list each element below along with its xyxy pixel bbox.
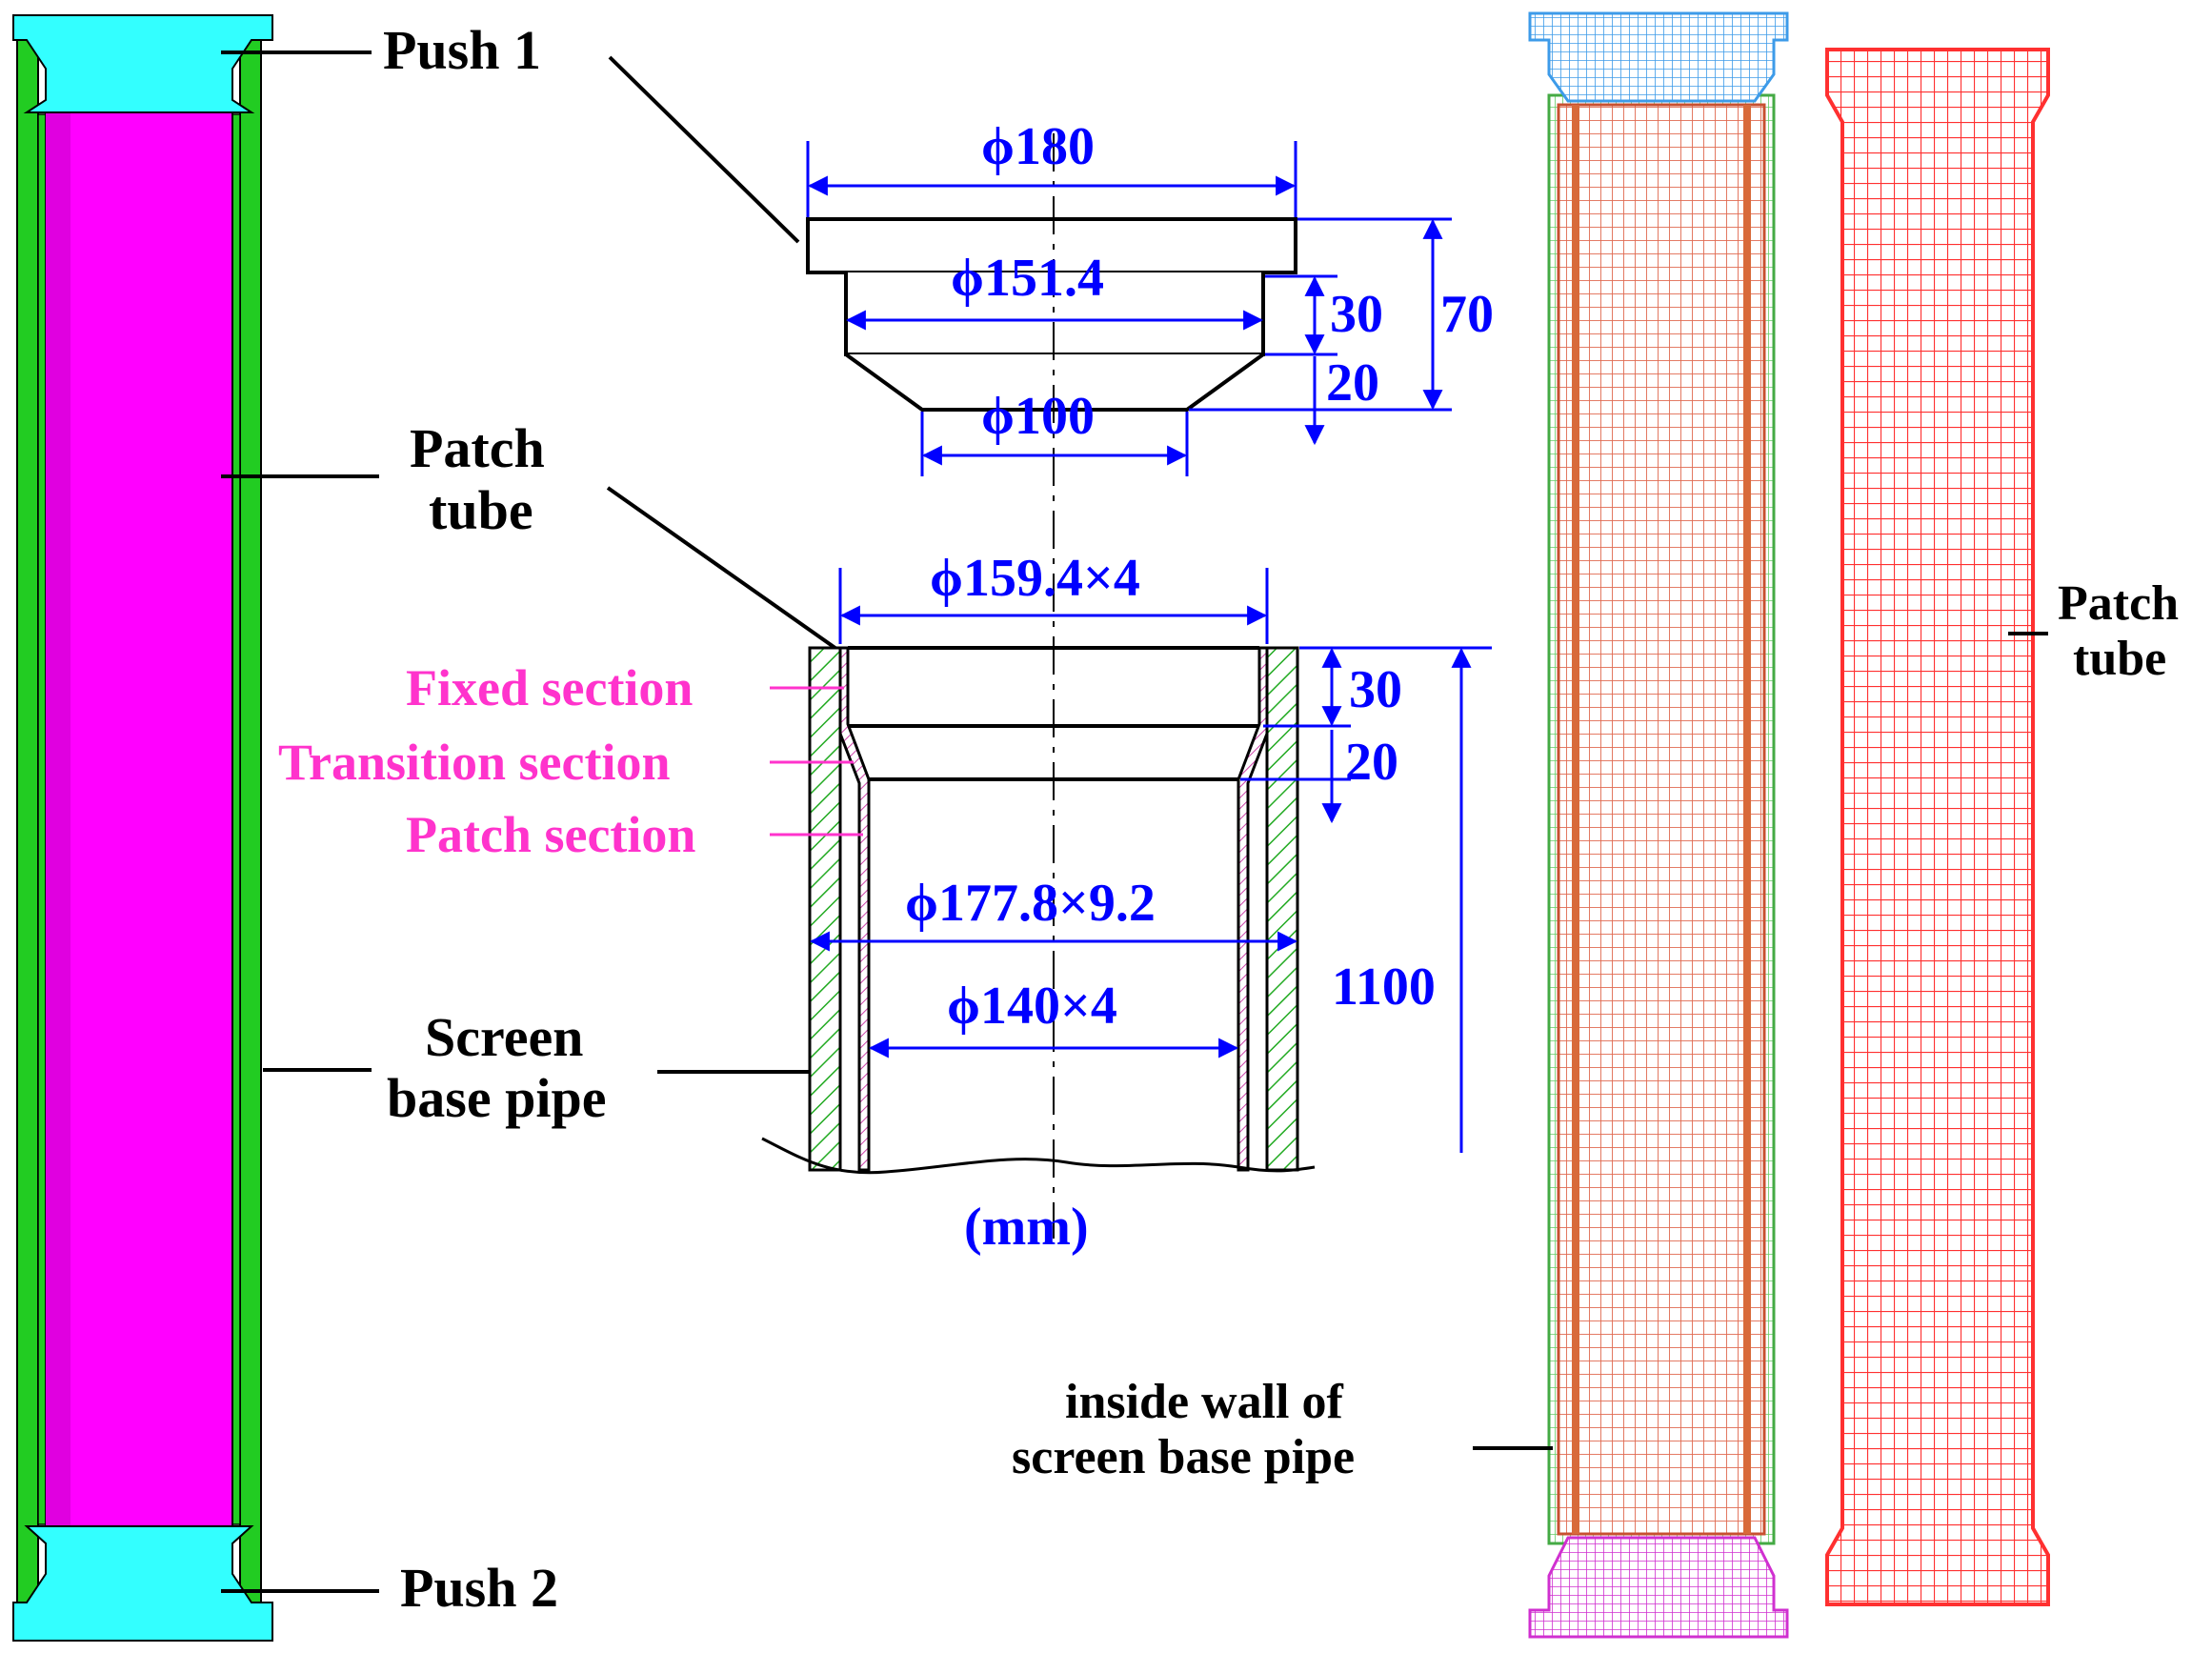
- screen-pipe-section-left: [808, 646, 842, 1172]
- break-line: [761, 1137, 1316, 1175]
- push1-label: Push 1: [383, 19, 541, 81]
- dim-h30-top: 30: [1330, 285, 1383, 344]
- dim-h1100: 1100: [1332, 958, 1436, 1017]
- mesh-patch-tube-inner: [1557, 103, 1766, 1536]
- mesh-core-highlight: [1572, 105, 1579, 1534]
- fixed-section-label: Fixed section: [406, 659, 693, 716]
- mesh-patch-tube: [1825, 48, 2050, 1606]
- patch-tube-left-wall: [37, 113, 47, 1525]
- push2-label: Push 2: [400, 1557, 558, 1619]
- dim-h20-top: 20: [1326, 353, 1379, 413]
- push-cone-drawing: [806, 217, 1297, 412]
- patch-tube-label-right-1: Patch: [2058, 576, 2179, 631]
- dim-h70: 70: [1440, 285, 1494, 344]
- inside-wall-label-2: screen base pipe: [1012, 1430, 1355, 1484]
- screen-pipe-section-right: [1265, 646, 1299, 1172]
- push2-block: [12, 1525, 273, 1642]
- dim-d177: ϕ177.8×9.2: [905, 874, 1156, 933]
- transition-section-label: Transition section: [278, 734, 671, 791]
- dim-h20-bot: 20: [1345, 733, 1398, 792]
- push-cone-flange: [806, 217, 1297, 274]
- mesh-core-highlight-2: [1743, 105, 1751, 1534]
- dim-d140: ϕ140×4: [947, 977, 1117, 1036]
- dim-h30-bot: 30: [1349, 660, 1402, 719]
- patch-tube-body: [45, 111, 233, 1527]
- push1-leader-diag: [608, 55, 800, 244]
- mesh-push1: [1528, 11, 1789, 103]
- section-leaders: [770, 686, 863, 837]
- mesh-patch-tube-body: [1825, 48, 2050, 1606]
- solid-model: [12, 14, 273, 1642]
- push1-block: [12, 14, 273, 113]
- patch-tube-label-left-2: tube: [429, 479, 533, 541]
- patch-section-label: Patch section: [406, 806, 695, 863]
- inside-wall-label-1: inside wall of: [1065, 1375, 1343, 1429]
- left-leaders: [221, 50, 379, 1593]
- unit-label: (mm): [964, 1198, 1089, 1257]
- patch-tube-section-left: [838, 646, 871, 1172]
- screen-pipe-left-wall: [16, 39, 39, 1603]
- mesh-push2: [1528, 1536, 1789, 1639]
- screen-pipe-right-wall: [239, 39, 262, 1603]
- patch-tube-shading: [46, 112, 70, 1526]
- patch-tube-leader-diag: [606, 486, 848, 657]
- dim-d180: ϕ180: [981, 117, 1095, 176]
- patch-tube-label-left-1: Patch: [410, 417, 545, 479]
- push-cone-dimensions: [806, 141, 1452, 476]
- mesh-assembly: [1528, 11, 1789, 1639]
- patch-tube-label-right-2: tube: [2073, 632, 2166, 686]
- screen-base-label-2: base pipe: [387, 1067, 606, 1129]
- tube-dimensions: [809, 568, 1492, 1153]
- screen-base-label-1: Screen: [425, 1006, 583, 1068]
- dim-d151: ϕ151.4: [951, 249, 1104, 308]
- dim-d159: ϕ159.4×4: [930, 549, 1140, 608]
- patch-tube-right-wall: [231, 113, 241, 1525]
- dim-d100: ϕ100: [981, 387, 1095, 446]
